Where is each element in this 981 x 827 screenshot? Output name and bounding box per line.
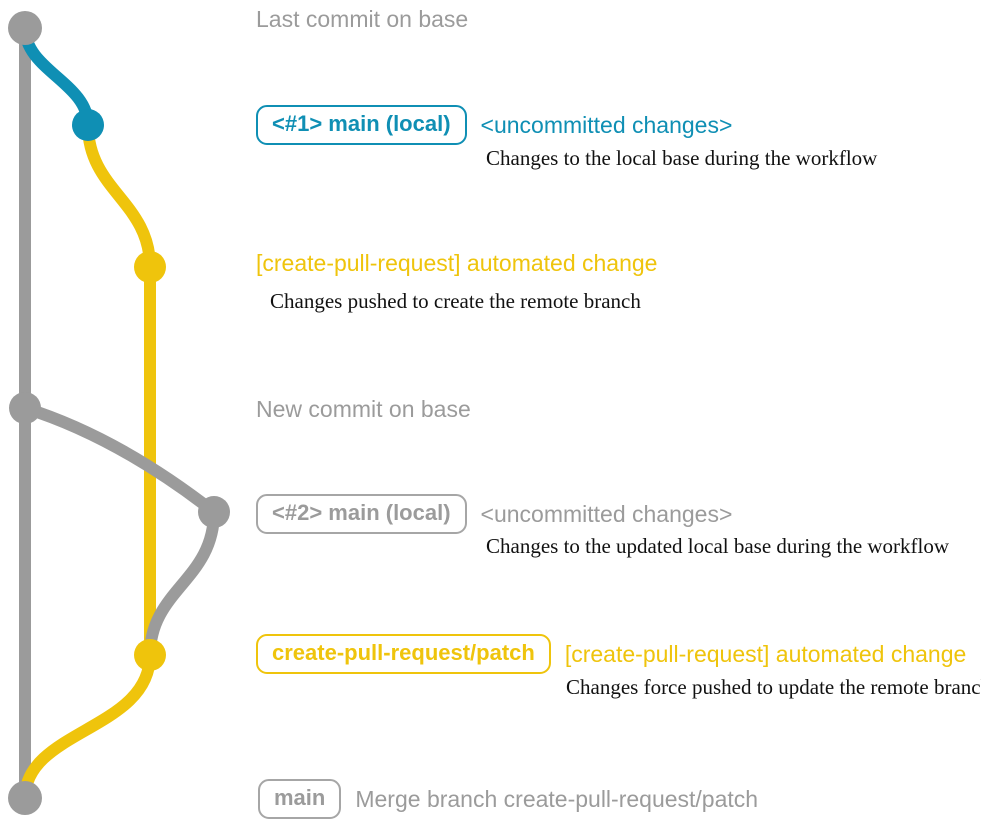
ref-badge-create-pull-request-patch[interactable]: create-pull-request/patch xyxy=(256,634,551,674)
edge-patch2-to-merge xyxy=(19,649,156,804)
edge-local1-to-patch1 xyxy=(82,119,156,273)
node-base-new[interactable] xyxy=(9,392,41,424)
node-local-1[interactable] xyxy=(72,109,104,141)
commit-subject: [create-pull-request] automated change xyxy=(564,640,967,667)
commit-row-commit-2-automated: [create-pull-request] automated change xyxy=(256,252,657,275)
commit-row-commit-5-merge: main Merge branch create-pull-request/pa… xyxy=(258,779,758,819)
node-patch-2[interactable] xyxy=(134,639,166,671)
commit-subject: Last commit on base xyxy=(256,6,469,32)
edge-base-to-local2 xyxy=(19,402,220,518)
commit-note: Changes force pushed to update the remot… xyxy=(566,675,981,699)
ref-badge-main[interactable]: main xyxy=(258,779,342,819)
commit-row-new-commit-on-base: New commit on base xyxy=(256,398,471,421)
commit-note: Changes pushed to create the remote bran… xyxy=(270,289,641,313)
ref-badge-main-local-1[interactable]: <#1> main (local) xyxy=(256,105,467,145)
commit-subject: <uncommitted changes> xyxy=(480,111,733,138)
commit-row-commit-4-patch: create-pull-request/patch [create-pull-r… xyxy=(256,634,966,674)
commit-row-commit-1-local: <#1> main (local) <uncommitted changes> xyxy=(256,105,732,145)
node-merge[interactable] xyxy=(8,781,42,815)
edge-local2-to-patch2 xyxy=(144,506,220,661)
node-local-2[interactable] xyxy=(198,496,230,528)
commit-row-last-commit-on-base: Last commit on base xyxy=(256,8,468,31)
commit-note: Changes to the updated local base during… xyxy=(486,534,950,558)
edge-base-to-local1 xyxy=(19,22,94,131)
node-base-head[interactable] xyxy=(8,11,42,45)
commit-nodes xyxy=(8,11,230,815)
node-patch-1[interactable] xyxy=(134,251,166,283)
commit-note: Changes to the local base during the wor… xyxy=(486,146,878,170)
commit-subject: <uncommitted changes> xyxy=(480,500,733,527)
ref-badge-main-local-2[interactable]: <#2> main (local) xyxy=(256,494,467,534)
commit-subject: Merge branch create-pull-request/patch xyxy=(355,785,759,812)
commit-row-commit-3-local: <#2> main (local) <uncommitted changes> xyxy=(256,494,732,534)
commit-subject: [create-pull-request] automated change xyxy=(256,250,658,276)
commit-subject: New commit on base xyxy=(256,396,471,422)
